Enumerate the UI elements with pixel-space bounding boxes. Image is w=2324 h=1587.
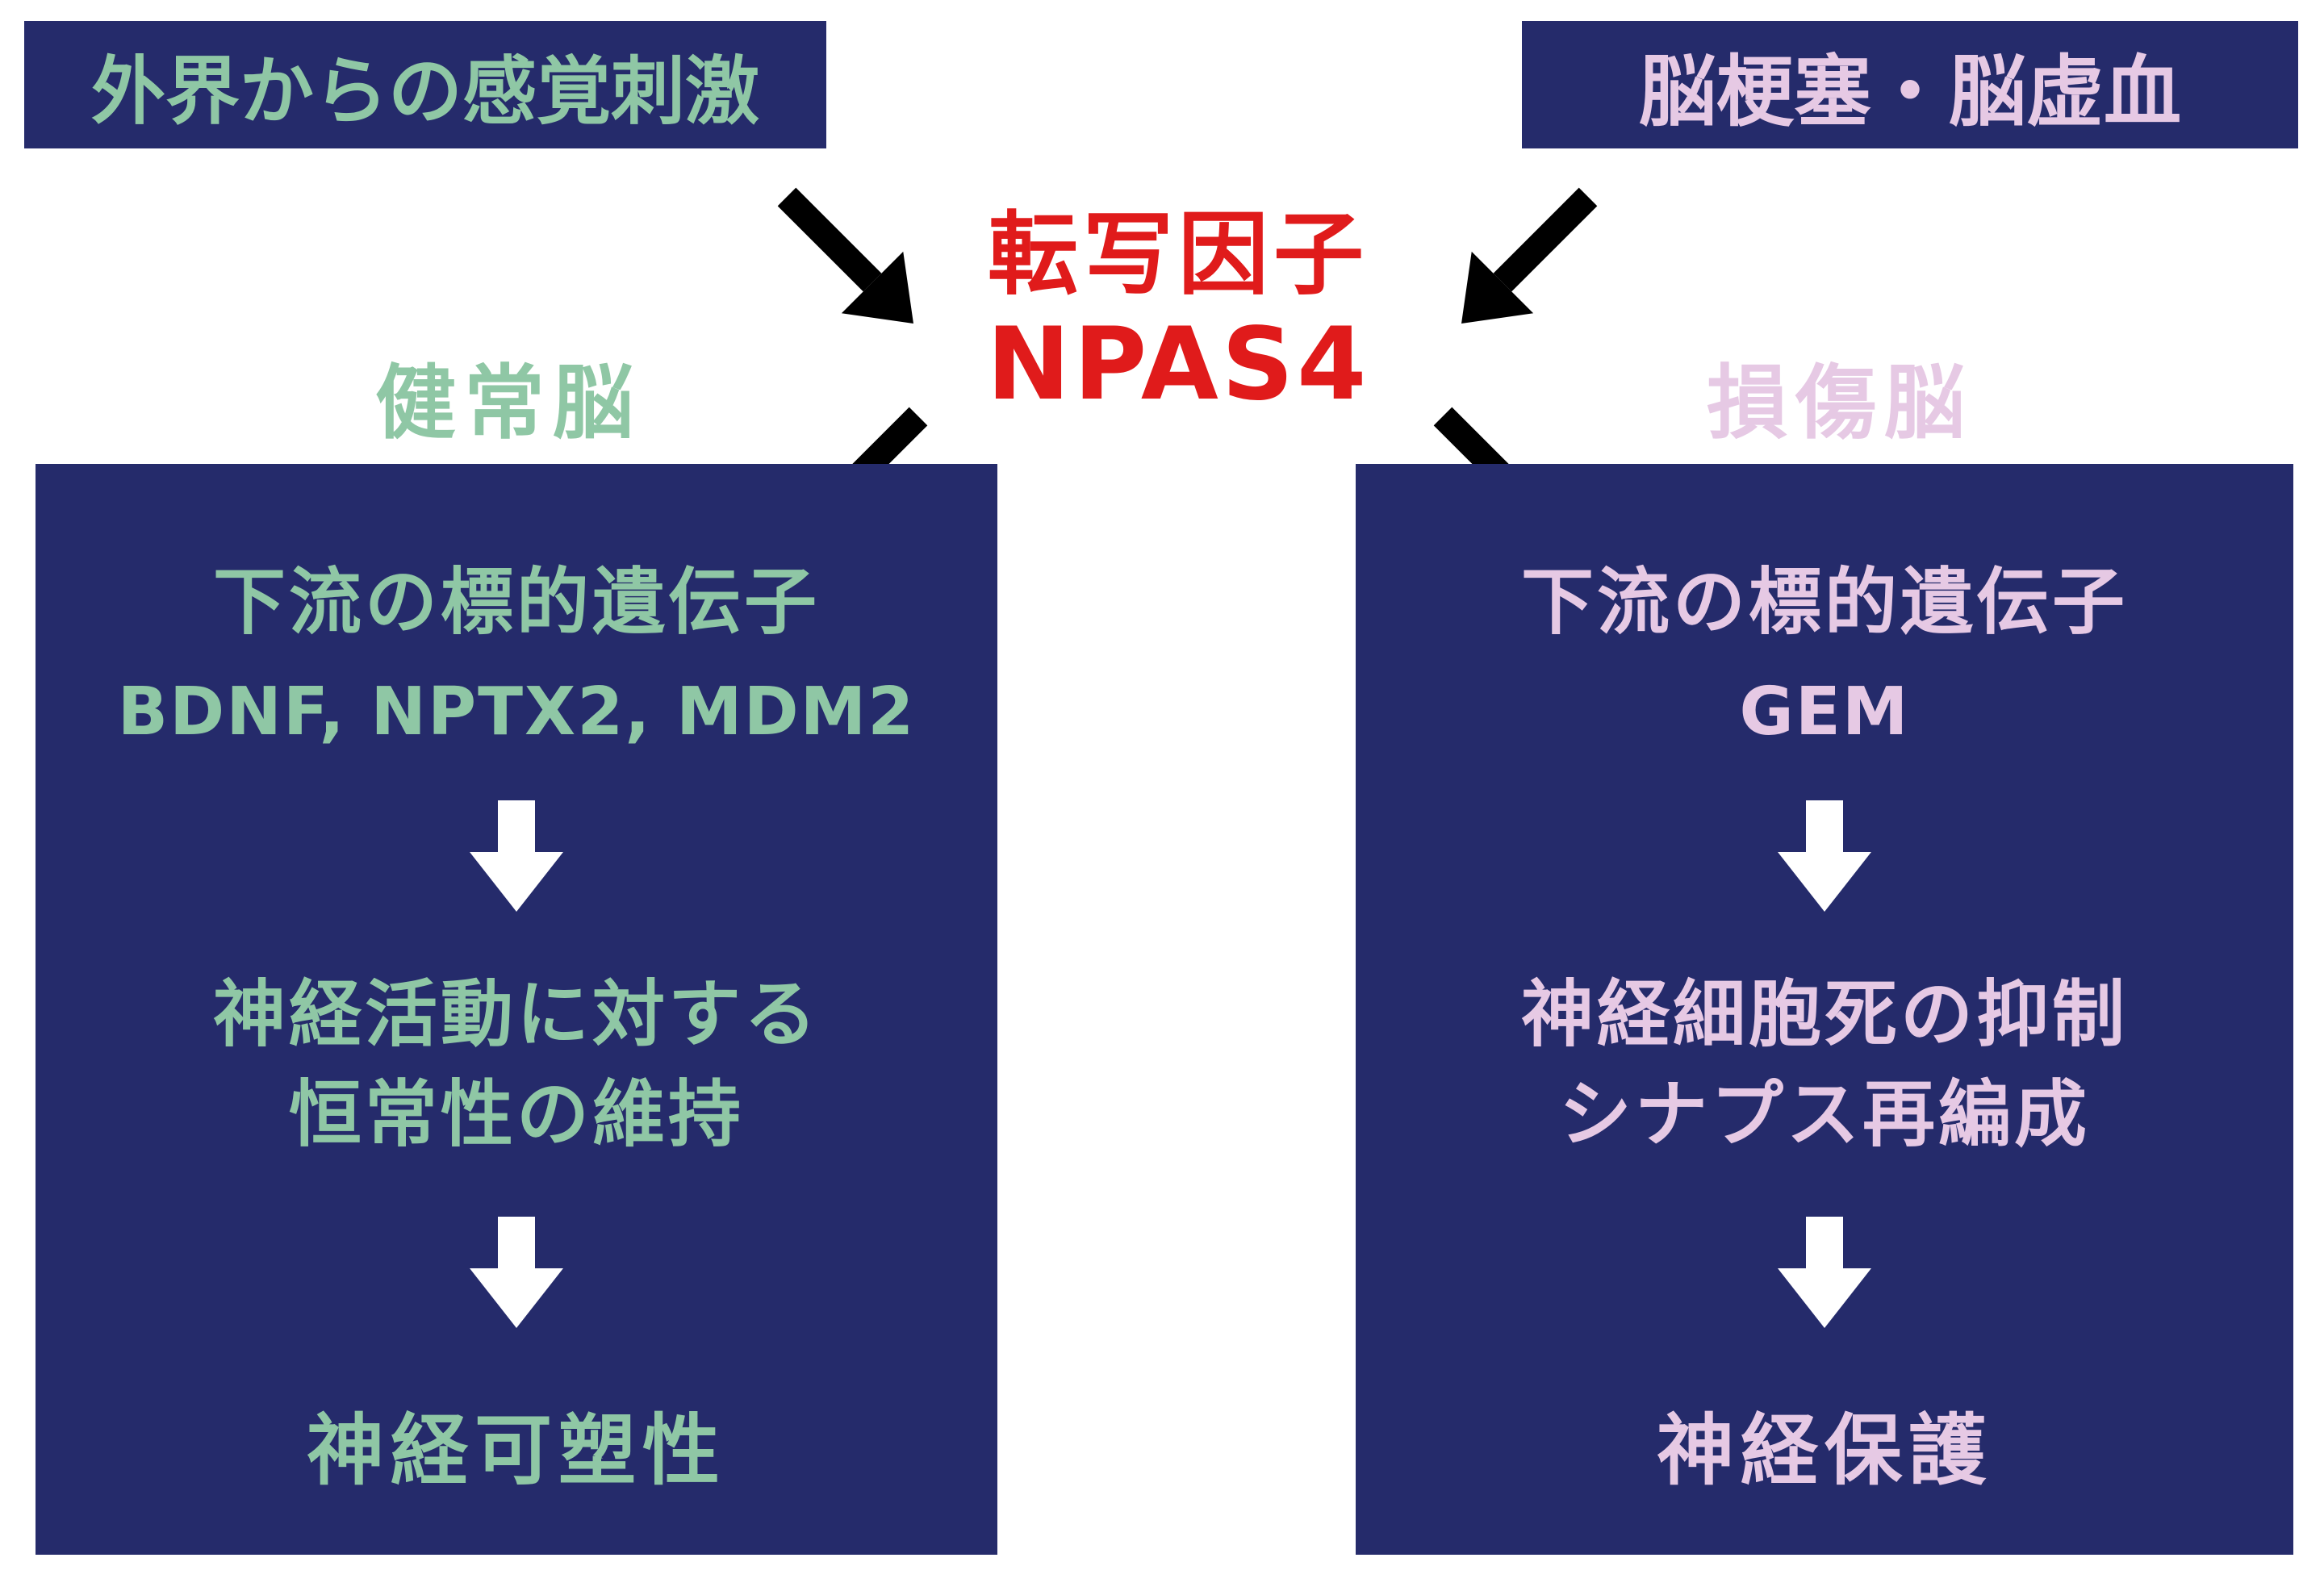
white-down-arrow-icon — [1778, 1217, 1871, 1329]
sensory-stimulus-box: 外界からの感覚刺激 — [24, 21, 826, 148]
sensory-stimulus-label: 外界からの感覚刺激 — [90, 48, 759, 135]
white-down-arrow-icon — [470, 1217, 563, 1329]
npas4-title: 転写因子 NPAS4 — [839, 203, 1517, 422]
npas4-label: NPAS4 — [986, 306, 1370, 423]
white-down-arrow-icon — [470, 800, 563, 912]
healthy-brain-panel: 下流の標的遺伝子 BDNF, NPTX2, MDM2 神経活動に対する 恒常性の… — [36, 464, 997, 1555]
injured-effect-text: 神経細胞死の抑制 シナプス再編成 — [1521, 965, 2128, 1165]
healthy-outcome-label: 神経可塑性 — [307, 1405, 726, 1497]
healthy-effect-line2: 恒常性の維持 — [289, 1072, 744, 1158]
injured-brain-panel: 下流の標的遺伝子 GEM 神経細胞死の抑制 シナプス再編成 神経保護 — [1356, 464, 2293, 1555]
injured-brain-label: 損傷脳 — [1707, 356, 1973, 450]
healthy-target-genes-title: 下流の標的遺伝子 — [213, 560, 820, 645]
ischemia-label: 脳梗塞・脳虚血 — [1639, 46, 2181, 137]
healthy-effect-line1: 神経活動に対する — [213, 972, 820, 1057]
white-down-arrow-icon — [1778, 800, 1871, 912]
injured-target-genes-title: 下流の標的遺伝子 — [1521, 560, 2128, 645]
injured-outcome-label: 神経保護 — [1657, 1405, 1992, 1497]
ischemia-box: 脳梗塞・脳虚血 — [1522, 21, 2298, 148]
healthy-brain-label: 健常脳 — [375, 356, 642, 450]
injured-gene-list: GEM — [1739, 674, 1910, 750]
injured-effect-line2: シナプス再編成 — [1559, 1072, 2090, 1158]
transcription-factor-label: 転写因子 — [988, 203, 1369, 307]
injured-effect-line1: 神経細胞死の抑制 — [1521, 972, 2128, 1057]
healthy-effect-text: 神経活動に対する 恒常性の維持 — [213, 965, 820, 1165]
healthy-gene-list: BDNF, NPTX2, MDM2 — [117, 674, 916, 750]
